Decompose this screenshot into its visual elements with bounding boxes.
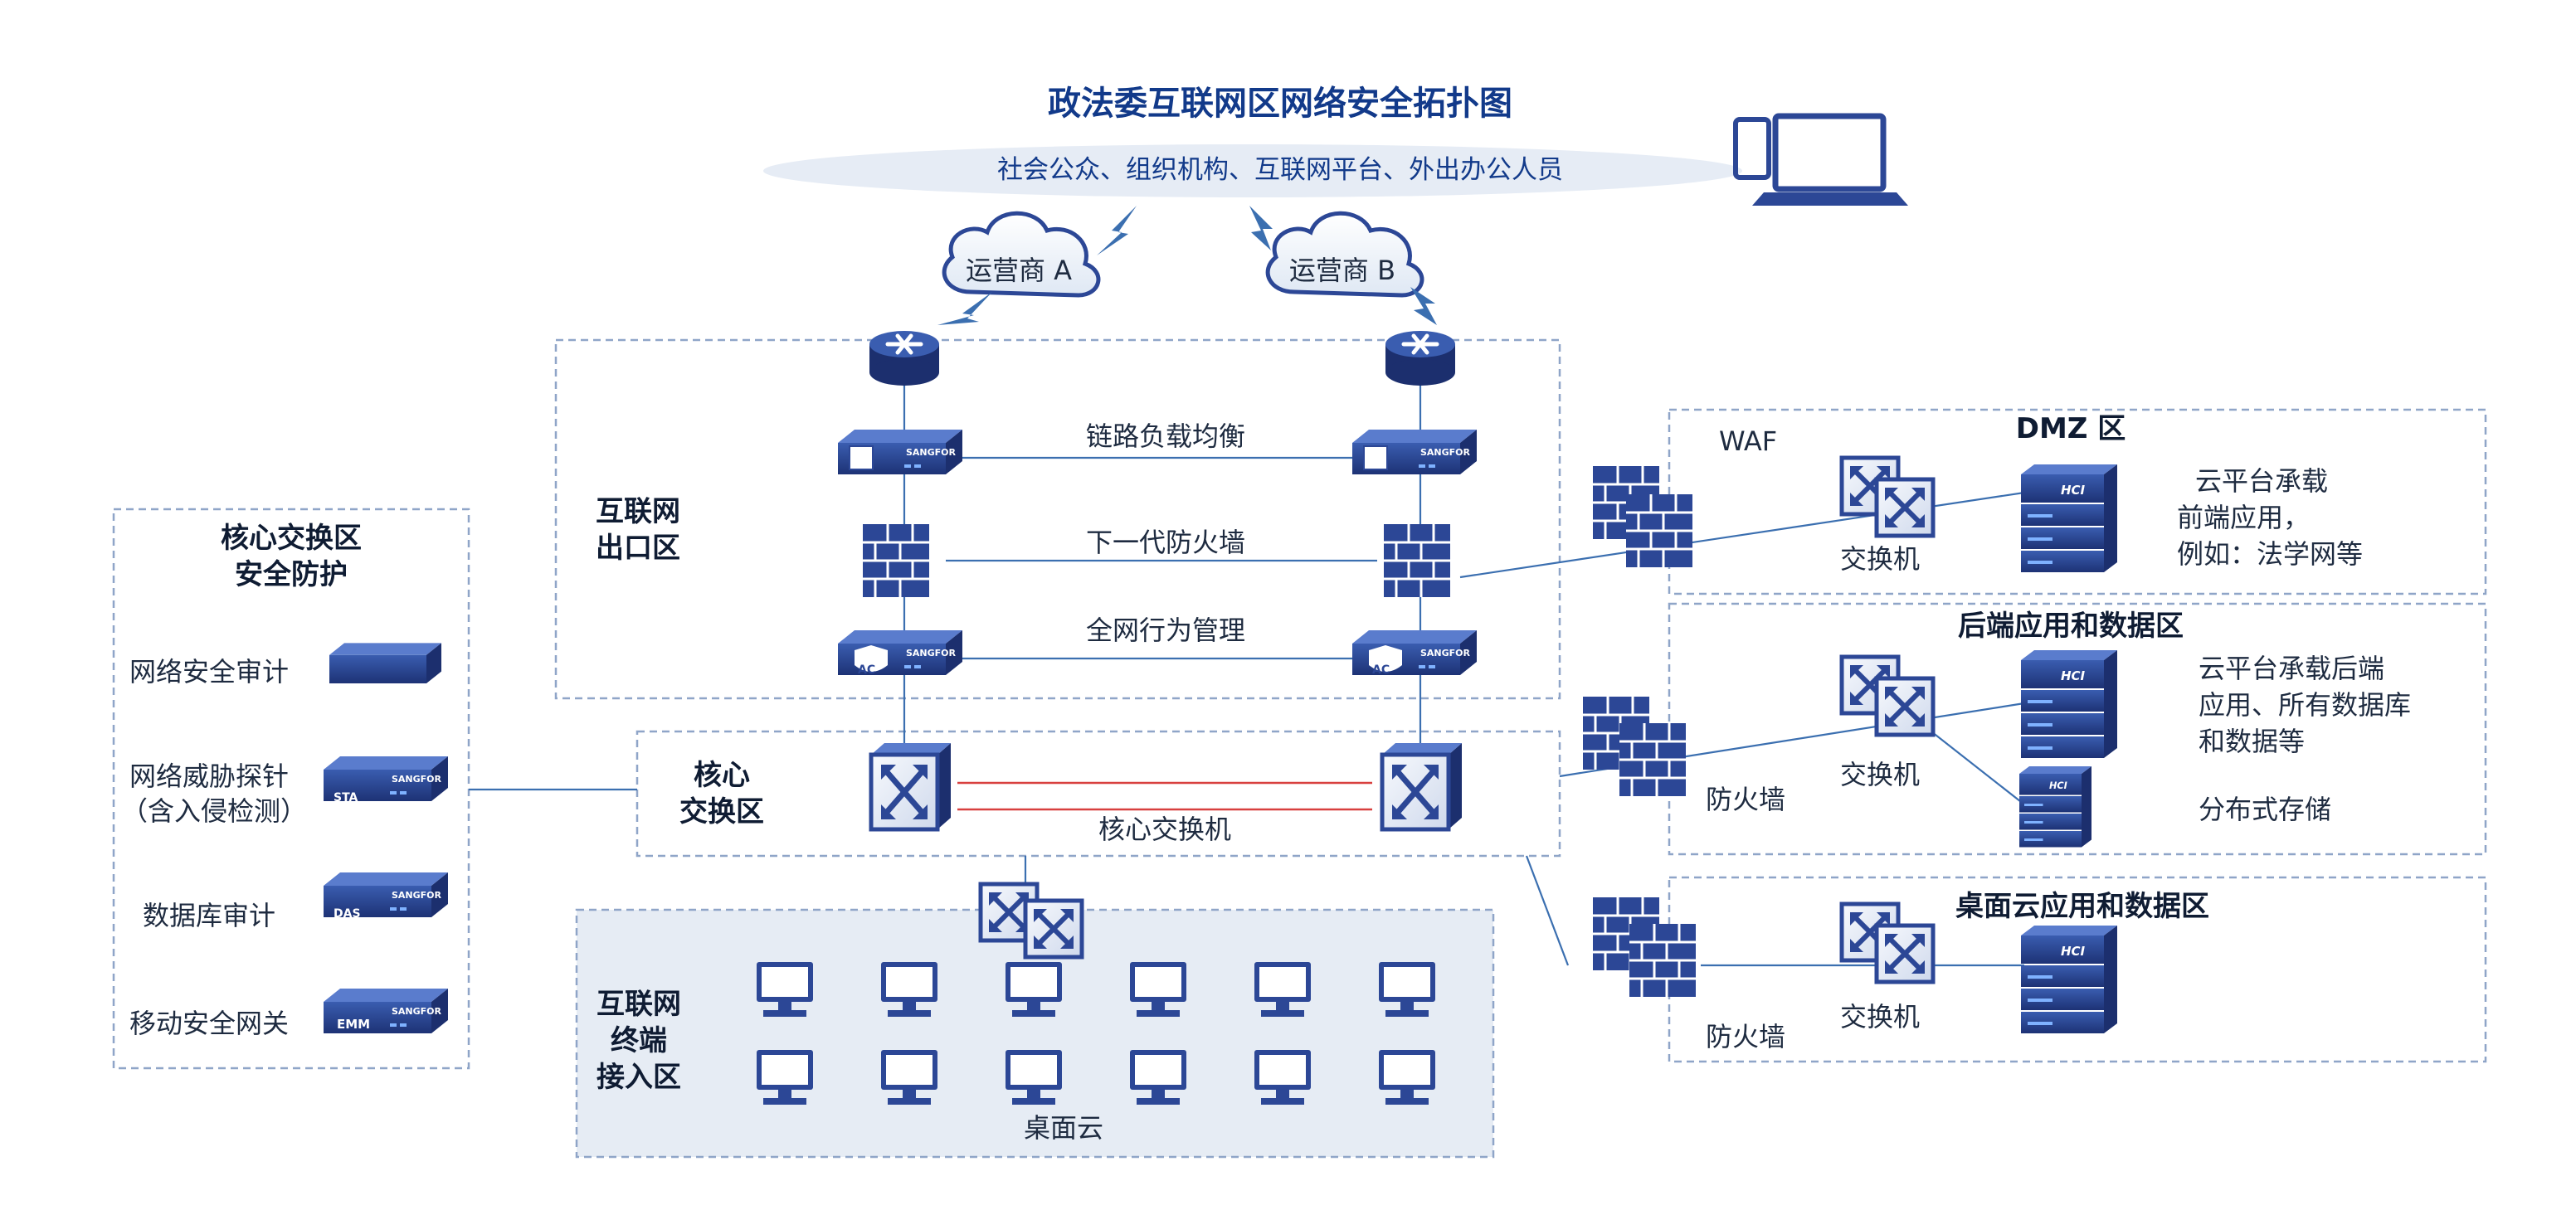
- dmz-title: DMZ 区: [2015, 412, 2126, 445]
- exit-zone-label-1: 互联网: [596, 495, 680, 528]
- dmz-desc-3: 例如：法学网等: [2177, 538, 2364, 570]
- ngfw-icon-b: [1382, 522, 1452, 599]
- laptop-icon: [1733, 113, 1908, 206]
- desktop-fw-label: 防火墙: [1705, 1021, 1786, 1052]
- router-icon-b: [1385, 331, 1455, 386]
- terminal-zone-label-3: 接入区: [597, 1061, 681, 1094]
- links: [469, 355, 2025, 967]
- waf-icon-b: [1624, 493, 1694, 569]
- db-audit-label: 数据库审计: [143, 900, 276, 931]
- storage-label: 分布式存储: [2199, 794, 2332, 825]
- core-switch-a: [871, 743, 951, 829]
- emm-badge: EMM: [337, 1017, 370, 1032]
- core-zone-label-2: 交换区: [679, 795, 764, 829]
- das-badge: DAS: [334, 907, 361, 921]
- router-icon-a: [869, 331, 939, 386]
- probe-label: 网络威胁探针: [129, 761, 290, 792]
- desktop-fw-icon-b: [1628, 922, 1697, 999]
- ngfw-label: 下一代防火墙: [1085, 527, 1246, 558]
- ac-badge-a: AC: [858, 663, 875, 677]
- sta-badge: STA: [334, 791, 358, 804]
- core-zone-label-1: 核心: [694, 759, 750, 792]
- lightning-icons: [937, 206, 1437, 325]
- dmz-switch-label: 交换机: [1839, 543, 1921, 575]
- exit-zone-label-2: 出口区: [596, 532, 680, 565]
- lb-label: 链路负载均衡: [1085, 420, 1246, 452]
- users-label: 社会公众、组织机构、互联网平台、外出办公人员: [997, 155, 1563, 185]
- desktop-switch-icon-b: [1877, 926, 1933, 982]
- ac-badge-b: AC: [1372, 663, 1390, 677]
- backend-desc-1: 云平台承载后端: [2199, 653, 2385, 684]
- waf-label: WAF: [1719, 425, 1778, 457]
- backend-desc-2: 应用、所有数据库: [2199, 689, 2412, 721]
- ngfw-icon-a: [861, 522, 931, 599]
- isp-b-label: 运营商 B: [1288, 255, 1396, 286]
- core-links: [957, 781, 1372, 811]
- backend-switch-icon-b: [1877, 678, 1933, 735]
- users-ellipse: [763, 144, 1742, 197]
- dmz-desc-2: 前端应用，: [2177, 502, 2311, 533]
- exit-zone-box: [554, 338, 1561, 700]
- core-switch-label: 核心交换机: [1098, 814, 1232, 845]
- cloud-icon-a: [942, 211, 1101, 298]
- ac-label: 全网行为管理: [1085, 615, 1246, 646]
- storage-icon: [2019, 766, 2091, 848]
- terminal-zone-label-2: 终端: [611, 1024, 667, 1057]
- backend-fw-label: 防火墙: [1705, 784, 1786, 815]
- desktop-hci-icon: [2021, 926, 2117, 1033]
- dmz-hci-icon: [2021, 464, 2117, 572]
- backend-desc-3: 和数据等: [2199, 726, 2306, 757]
- backend-title: 后端应用和数据区: [1958, 610, 2184, 643]
- probe-sub-label: （含入侵检测）: [121, 795, 308, 827]
- emm-label: 移动安全网关: [129, 1008, 290, 1039]
- left-panel-title-1: 核心交换区: [221, 522, 362, 555]
- core-switch-b: [1382, 743, 1462, 829]
- desktop-zone-title: 桌面云应用和数据区: [1955, 890, 2209, 923]
- dmz-switch-icon-b: [1877, 479, 1933, 536]
- desktop-switch-label: 交换机: [1839, 1001, 1921, 1033]
- dmz-desc-1: 云平台承载: [2195, 465, 2329, 497]
- diagram-title: 政法委互联网区网络安全拓扑图: [1048, 85, 1512, 123]
- backend-switch-label: 交换机: [1839, 759, 1921, 790]
- cloud-icon-b: [1265, 211, 1424, 298]
- desktop-cloud-label: 桌面云: [1023, 1112, 1104, 1144]
- left-panel-title-2: 安全防护: [235, 558, 348, 591]
- backend-fw-icon-b: [1618, 722, 1687, 798]
- isp-a-label: 运营商 A: [965, 255, 1073, 286]
- audit-appliance: [329, 643, 441, 683]
- core-zone-box: [635, 730, 1561, 858]
- access-switch-icon-b: [1025, 901, 1082, 957]
- backend-hci-icon: [2021, 650, 2117, 758]
- audit-label: 网络安全审计: [129, 656, 290, 688]
- terminal-zone-label-1: 互联网: [597, 988, 681, 1021]
